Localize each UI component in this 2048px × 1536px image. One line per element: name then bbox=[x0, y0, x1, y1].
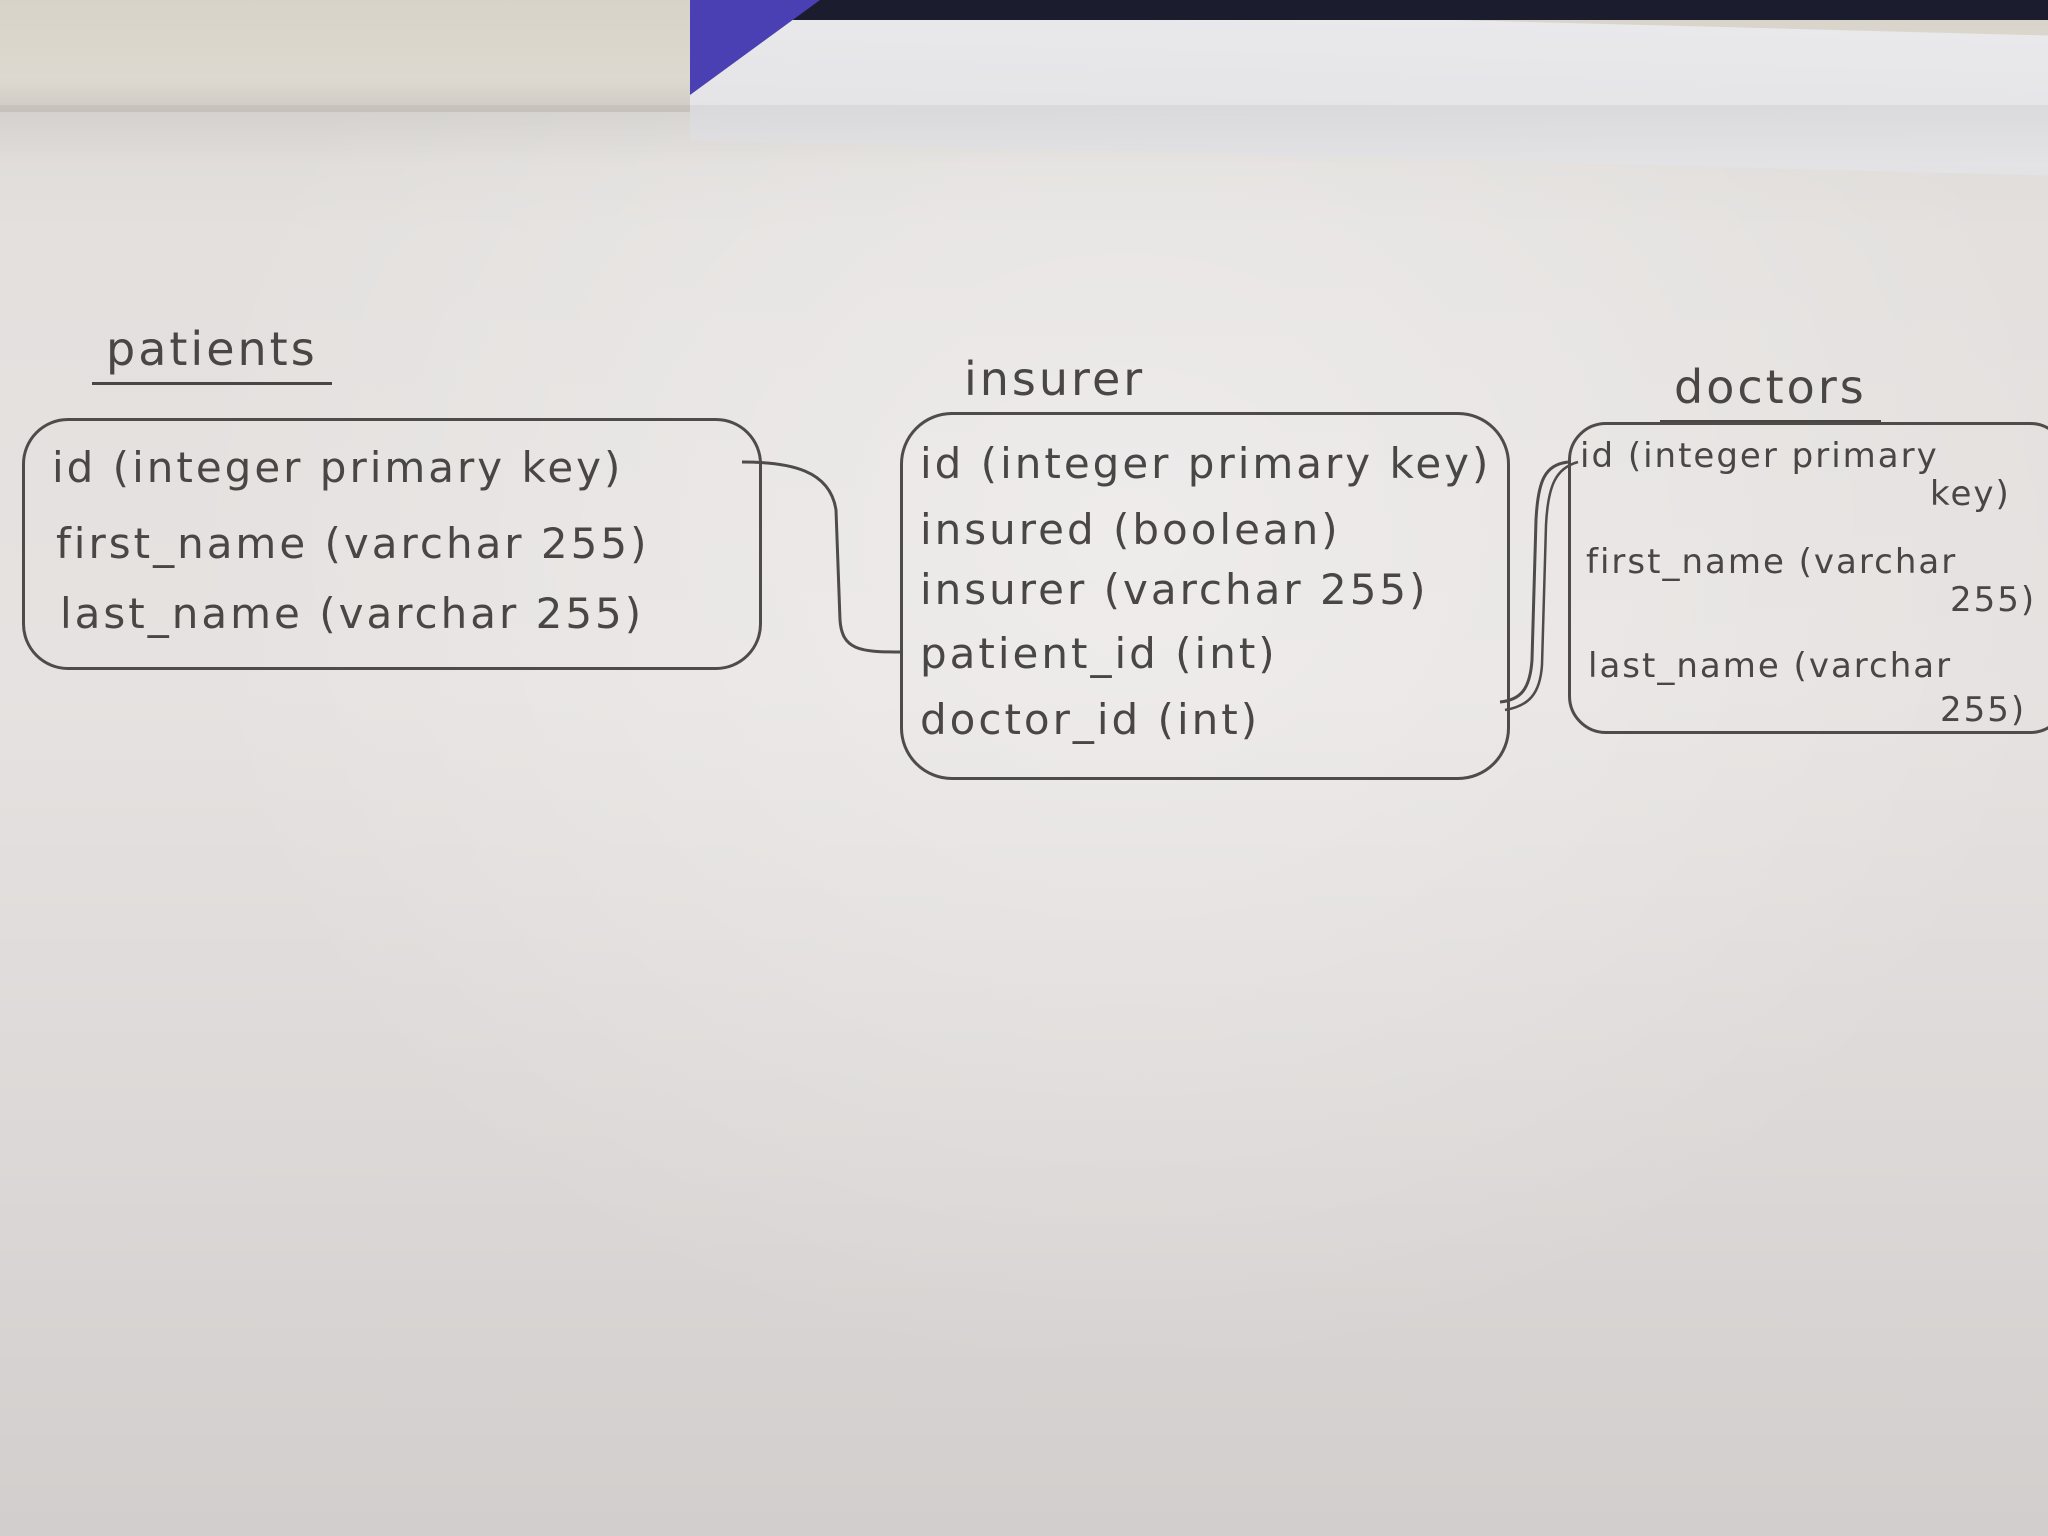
field-doctors-first-name: first_name (varchar bbox=[1586, 542, 1958, 582]
field-insurer-insurer: insurer (varchar 255) bbox=[920, 565, 1429, 614]
relation-doctors-insurer-second bbox=[1504, 460, 1579, 712]
paper-edge-shadow bbox=[0, 105, 2048, 165]
table-box-doctors bbox=[1568, 422, 2048, 734]
field-patients-last-name: last_name (varchar 255) bbox=[60, 589, 645, 638]
field-doctors-id-cont: key) bbox=[1930, 474, 2011, 514]
field-insurer-insured: insured (boolean) bbox=[920, 505, 1341, 554]
field-patients-first-name: first_name (varchar 255) bbox=[56, 519, 650, 568]
table-title-insurer: insurer bbox=[950, 352, 1160, 415]
field-doctors-first-name-cont: 255) bbox=[1950, 580, 2037, 620]
field-insurer-patient-id: patient_id (int) bbox=[920, 629, 1278, 678]
field-doctors-id: id (integer primary bbox=[1580, 436, 1939, 476]
table-title-doctors: doctors bbox=[1660, 360, 1881, 423]
field-doctors-last-name-cont: 255) bbox=[1940, 690, 2027, 730]
table-title-patients: patients bbox=[92, 322, 332, 385]
background-dark-strip bbox=[690, 0, 2048, 20]
field-insurer-id: id (integer primary key) bbox=[920, 439, 1492, 488]
field-doctors-last-name: last_name (varchar bbox=[1588, 646, 1953, 686]
field-patients-id: id (integer primary key) bbox=[52, 443, 624, 492]
table-box-patients bbox=[22, 418, 762, 670]
relation-doctors-insurer bbox=[1499, 460, 1569, 704]
field-insurer-doctor-id: doctor_id (int) bbox=[920, 695, 1261, 744]
table-box-insurer bbox=[900, 412, 1510, 780]
relation-patients-insurer bbox=[741, 460, 901, 654]
